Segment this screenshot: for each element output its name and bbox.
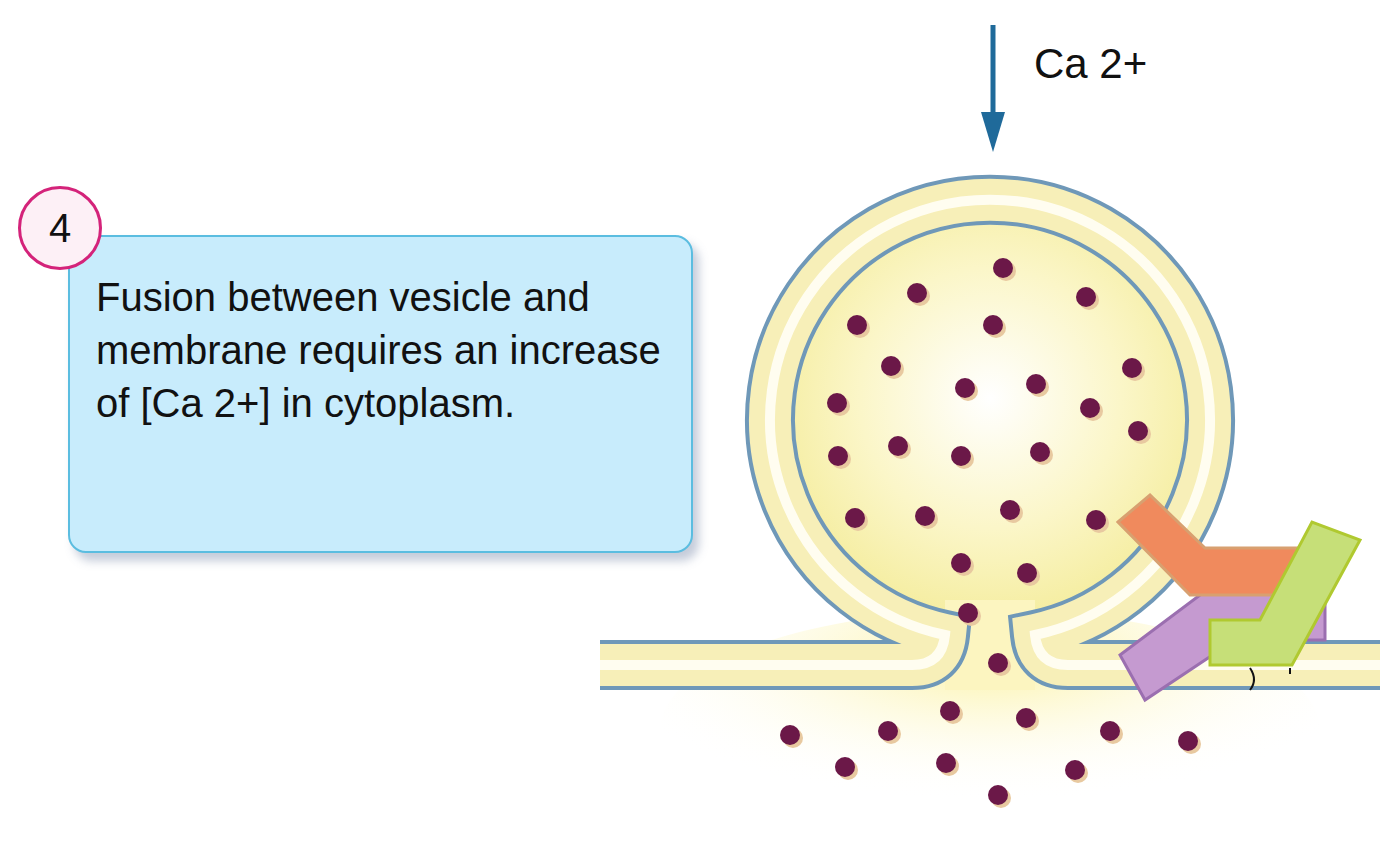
neurotransmitter-dot: [951, 446, 971, 466]
neurotransmitter-dot: [1128, 421, 1148, 441]
neurotransmitter-dot: [955, 378, 975, 398]
neurotransmitter-dot: [993, 258, 1013, 278]
neurotransmitter-dot: [827, 393, 847, 413]
callout-box: Fusion between vesicle and membrane requ…: [68, 235, 693, 553]
neurotransmitter-dot: [878, 721, 898, 741]
neurotransmitter-dot: [1076, 287, 1096, 307]
ion-label: Ca 2+: [1034, 40, 1147, 88]
neurotransmitter-dot: [881, 356, 901, 376]
neurotransmitter-dot: [1016, 708, 1036, 728]
neurotransmitter-dot: [988, 653, 1008, 673]
neurotransmitter-dot: [988, 785, 1008, 805]
calcium-arrow: [981, 25, 1005, 152]
neurotransmitter-dot: [1178, 731, 1198, 751]
neurotransmitter-dot: [1017, 563, 1037, 583]
neurotransmitter-dot: [958, 603, 978, 623]
neurotransmitter-dot: [780, 725, 800, 745]
neurotransmitter-dot: [907, 283, 927, 303]
neurotransmitter-dot: [1000, 500, 1020, 520]
neurotransmitter-dot: [1026, 374, 1046, 394]
membrane-bilayer: [600, 200, 1380, 665]
snare-proteins: [1118, 495, 1360, 700]
callout-digit: 4: [49, 206, 71, 251]
neurotransmitter-dot: [828, 446, 848, 466]
neurotransmitter-dot: [835, 757, 855, 777]
neurotransmitter-dot: [845, 508, 865, 528]
membrane-outline: [600, 200, 1380, 665]
neurotransmitter-dot: [847, 315, 867, 335]
neurotransmitter-dot: [936, 753, 956, 773]
neurotransmitter-dot: [983, 315, 1003, 335]
callout-number: 4: [18, 186, 102, 270]
neurotransmitter-dot: [1086, 510, 1106, 530]
neurotransmitter-dot: [915, 506, 935, 526]
neurotransmitter-dot: [1122, 358, 1142, 378]
neurotransmitter-dot: [888, 436, 908, 456]
callout-text: Fusion between vesicle and membrane requ…: [96, 271, 667, 430]
neurotransmitter-dot: [1080, 398, 1100, 418]
neurotransmitter-dot: [951, 553, 971, 573]
neurotransmitter-dot: [1100, 721, 1120, 741]
neurotransmitter-dot: [1065, 760, 1085, 780]
neurotransmitter-dot: [1030, 442, 1050, 462]
neurotransmitter-dot: [940, 701, 960, 721]
membrane-core: [600, 200, 1380, 665]
